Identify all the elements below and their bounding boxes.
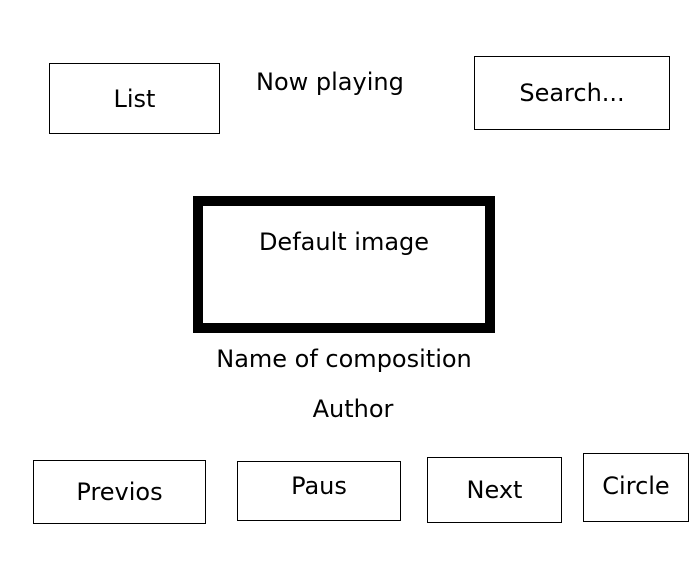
- composition-name: Name of composition: [216, 345, 472, 373]
- album-art-placeholder: Default image: [193, 196, 495, 333]
- search-button[interactable]: Search...: [474, 56, 670, 130]
- next-button[interactable]: Next: [427, 457, 562, 523]
- pause-button-label: Paus: [291, 472, 347, 500]
- album-art-label: Default image: [258, 228, 430, 256]
- list-button[interactable]: List: [49, 63, 220, 134]
- pause-button[interactable]: Paus: [237, 461, 401, 521]
- previous-button[interactable]: Previos: [33, 460, 206, 524]
- now-playing-title: Now playing: [256, 68, 404, 96]
- composition-author: Author: [312, 395, 394, 423]
- previous-button-label: Previos: [76, 478, 163, 506]
- next-button-label: Next: [466, 476, 523, 504]
- circle-button-label: Circle: [602, 472, 670, 500]
- list-button-label: List: [113, 84, 156, 113]
- circle-button[interactable]: Circle: [583, 453, 689, 522]
- search-button-label: Search...: [519, 79, 625, 107]
